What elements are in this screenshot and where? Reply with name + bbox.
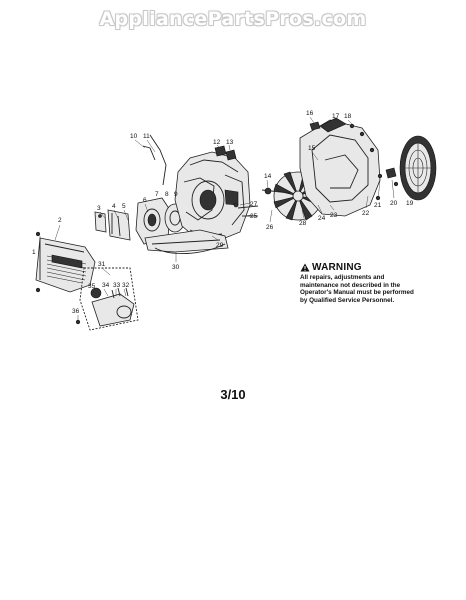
part-label: 6 bbox=[143, 197, 147, 204]
part-label: 10 bbox=[130, 133, 138, 140]
gasket-plates bbox=[94, 209, 131, 241]
part-label: 32 bbox=[122, 282, 130, 289]
intake-screen bbox=[399, 135, 437, 201]
part-labels: 1 2 3 4 5 6 7 8 9 10 11 12 13 14 15 16 1… bbox=[32, 110, 414, 315]
part-label: 27 bbox=[250, 201, 258, 208]
part-label: 31 bbox=[98, 261, 106, 268]
part-label: 7 bbox=[155, 191, 159, 198]
part-label: 29 bbox=[216, 242, 224, 249]
part-label: 30 bbox=[172, 264, 180, 271]
part-label: 21 bbox=[374, 202, 382, 209]
part-label: 12 bbox=[213, 139, 221, 146]
air-filter-cover bbox=[35, 231, 96, 293]
part-label: 25 bbox=[250, 213, 258, 220]
part-label: 17 bbox=[332, 113, 340, 120]
blower-housing bbox=[299, 117, 381, 217]
throttle-assembly bbox=[144, 229, 229, 255]
part-label: 4 bbox=[112, 203, 116, 210]
page-number: 3/10 bbox=[220, 387, 246, 402]
muffler-inset bbox=[75, 267, 139, 331]
warning-notice: WARNING All repairs, adjustments and mai… bbox=[300, 262, 420, 304]
engine-housing bbox=[174, 151, 251, 241]
warning-title: WARNING bbox=[312, 262, 362, 273]
leader-lines bbox=[39, 116, 415, 320]
part-label: 2 bbox=[58, 217, 62, 224]
part-label: 5 bbox=[122, 203, 126, 210]
part-label: 1 bbox=[32, 249, 36, 256]
part-label: 3 bbox=[97, 205, 101, 212]
part-label: 19 bbox=[406, 200, 414, 207]
part-label: 16 bbox=[306, 110, 314, 117]
part-label: 23 bbox=[330, 212, 338, 219]
part-label: 34 bbox=[102, 282, 110, 289]
part-label: 22 bbox=[362, 210, 370, 217]
part-label: 24 bbox=[318, 215, 326, 222]
part-label: 15 bbox=[308, 145, 316, 152]
part-label: 18 bbox=[344, 113, 352, 120]
warning-text: All repairs, adjustments and maintenance… bbox=[300, 274, 414, 304]
watermark: AppliancePartsPros.com bbox=[99, 8, 367, 30]
part-label: 35 bbox=[88, 283, 96, 290]
hardware bbox=[309, 121, 399, 187]
part-label: 11 bbox=[143, 133, 150, 140]
part-label: 20 bbox=[390, 200, 398, 207]
part-label: 9 bbox=[174, 191, 178, 198]
spark-plug-parts bbox=[214, 145, 259, 217]
part-label: 8 bbox=[165, 191, 169, 198]
warning-triangle-icon bbox=[300, 263, 310, 272]
part-label: 28 bbox=[299, 220, 307, 227]
part-label: 13 bbox=[226, 139, 234, 146]
part-label: 14 bbox=[264, 173, 272, 180]
part-label: 36 bbox=[72, 308, 80, 315]
part-label: 26 bbox=[266, 224, 274, 231]
part-label: 33 bbox=[113, 282, 121, 289]
warning-heading: WARNING bbox=[300, 262, 420, 273]
carburetor bbox=[135, 134, 186, 245]
